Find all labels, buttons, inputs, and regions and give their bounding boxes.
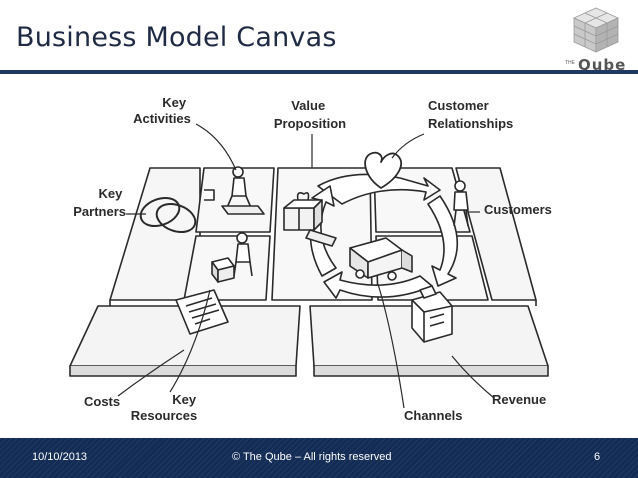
- worker-resources-icon: [211, 232, 253, 283]
- label-revenue: Revenue: [492, 392, 546, 407]
- qube-logo: THE Qube: [565, 7, 626, 74]
- leader-customer-relationships: [391, 133, 425, 159]
- customer-person-icon: [453, 180, 469, 227]
- board-key-activities-block: [195, 167, 275, 233]
- business-model-canvas-diagram: Key Activities Value Proposition Custome…: [69, 95, 552, 423]
- label-key-activities: Key Activities: [133, 95, 191, 126]
- label-customer-relationships: Customer Relationships: [428, 98, 513, 131]
- logo-small-text: THE: [565, 60, 576, 66]
- cycle-arrow-bottom: [323, 271, 433, 299]
- partners-rings-icon: [139, 196, 197, 234]
- footer-page-number: 6: [594, 451, 601, 463]
- label-customers: Customers: [484, 202, 552, 217]
- cycle-arrow-right: [427, 195, 459, 287]
- cycle-arrow-top: [317, 173, 441, 205]
- label-key-partners: Key Partners: [73, 186, 126, 219]
- leader-channels: [377, 283, 405, 409]
- leader-key-activities: [195, 123, 237, 171]
- label-costs: Costs: [84, 394, 120, 409]
- truck-icon: [349, 237, 413, 281]
- label-value-proposition: Value Proposition: [274, 98, 346, 131]
- leader-costs: [117, 349, 185, 397]
- title-divider: [0, 70, 638, 74]
- slide-title: Business Model Canvas: [16, 22, 337, 53]
- cost-document-icon: [175, 289, 229, 335]
- leader-revenue: [451, 355, 495, 399]
- cube-icon: [573, 7, 619, 53]
- leader-key-resources: [169, 289, 211, 393]
- cash-register-icon: [411, 285, 453, 343]
- label-channels: Channels: [404, 408, 463, 423]
- slide-footer: 10/10/2013 © The Qube – All rights reser…: [0, 438, 638, 478]
- footer-date: 10/10/2013: [32, 451, 88, 463]
- gift-icon: [283, 192, 337, 247]
- footer-copyright: © The Qube – All rights reserved: [232, 451, 392, 463]
- label-key-resources: Key Resources: [131, 392, 200, 423]
- logo-text: Qube: [578, 56, 626, 74]
- heart-icon: [364, 151, 403, 189]
- worker-activities-icon: [221, 166, 265, 215]
